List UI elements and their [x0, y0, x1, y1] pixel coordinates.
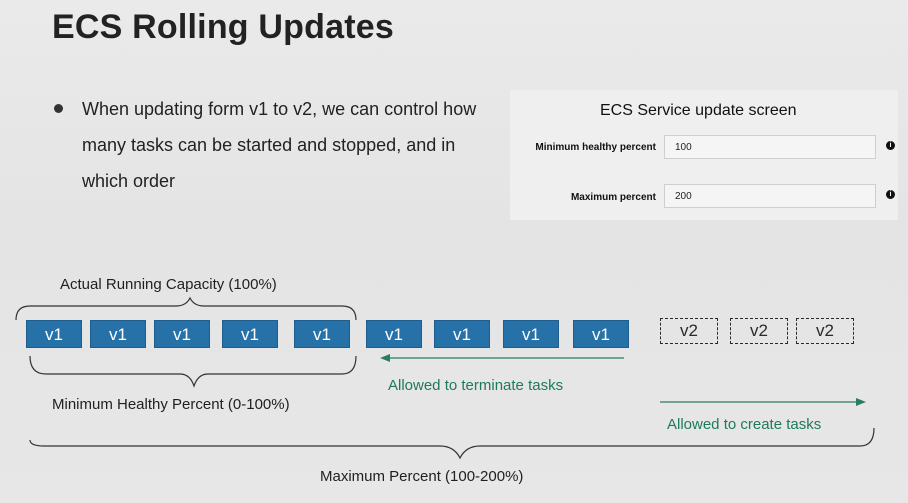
- task-v2: v2: [660, 318, 718, 344]
- min-healthy-label: Minimum healthy percent: [535, 142, 656, 153]
- bullet-line-1: When updating form v1 to v2, we can cont…: [82, 99, 477, 119]
- task-v1: v1: [26, 320, 82, 348]
- task-v1: v1: [434, 320, 490, 348]
- info-icon[interactable]: i: [886, 190, 895, 199]
- actual-capacity-label: Actual Running Capacity (100%): [60, 276, 277, 293]
- bullet-dot: [54, 104, 63, 113]
- terminate-tasks-label: Allowed to terminate tasks: [388, 377, 564, 394]
- task-v1: v1: [154, 320, 210, 348]
- create-arrowhead: [856, 398, 866, 406]
- min-healthy-percent-label: Minimum Healthy Percent (0-100%): [52, 396, 290, 413]
- max-percent-input[interactable]: 200: [664, 184, 876, 208]
- info-icon[interactable]: i: [886, 141, 895, 150]
- task-v1: v1: [90, 320, 146, 348]
- bullet-line-2: many tasks can be started and stopped, a…: [82, 135, 456, 155]
- task-v2: v2: [796, 318, 854, 344]
- panel-title: ECS Service update screen: [600, 102, 797, 119]
- task-v2: v2: [730, 318, 788, 344]
- task-v1: v1: [503, 320, 559, 348]
- task-v1: v1: [294, 320, 350, 348]
- bullet-line-3: which order: [82, 171, 176, 191]
- min-healthy-brace: [29, 355, 357, 388]
- slide-title: ECS Rolling Updates: [52, 8, 394, 46]
- max-percent-label: Maximum percent: [570, 192, 656, 203]
- task-v1: v1: [222, 320, 278, 348]
- actual-capacity-brace: [15, 296, 357, 321]
- max-percent-range-label: Maximum Percent (100-200%): [320, 468, 524, 485]
- task-v1: v1: [366, 320, 422, 348]
- terminate-arrowhead: [380, 354, 390, 362]
- max-percent-brace: [29, 427, 875, 460]
- min-healthy-input[interactable]: 100: [664, 135, 876, 159]
- task-v1: v1: [573, 320, 629, 348]
- create-tasks-label: Allowed to create tasks: [667, 416, 822, 433]
